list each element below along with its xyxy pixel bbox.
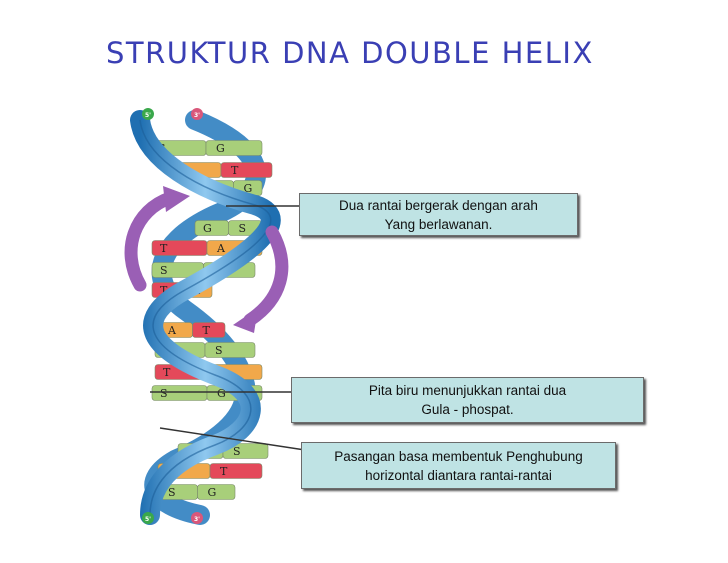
callout-2-line-2: Gula - phospat.: [421, 402, 514, 417]
base-pair-right-9: [204, 342, 256, 358]
callout-opposite-direction: Dua rantai bergerak dengan arah Yang ber…: [299, 193, 578, 236]
end-label-bottom-left: 5': [145, 516, 151, 523]
base-label-right-8: T: [203, 324, 211, 337]
base-label-right-14: G: [208, 486, 217, 499]
base-label-left-6: S: [160, 264, 168, 277]
end-label-bottom-right: 3': [194, 516, 200, 523]
base-pair-right-1: [205, 140, 263, 156]
end-dot-top-right: [191, 108, 203, 120]
base-label-right-5: A: [216, 242, 226, 255]
callout-3-line-2: horizontal diantara rantai-rantai: [365, 468, 552, 483]
end-label-top-left: 5': [145, 112, 151, 119]
base-label-left-10: T: [163, 366, 171, 379]
base-label-left-4: G: [203, 222, 212, 235]
base-label-left-7: T: [160, 284, 168, 297]
base-label-right-13: T: [220, 465, 228, 478]
direction-arrow-right: [233, 225, 289, 333]
base-label-left-5: T: [160, 242, 168, 255]
end-dot-bottom-left: [142, 512, 154, 524]
callout-2-line-1: Pita biru menunjukkan rantai dua: [368, 383, 567, 398]
base-pair-right-14: [197, 484, 236, 500]
base-label-right-3: G: [244, 182, 253, 195]
base-label-left-8: A: [167, 324, 177, 337]
end-label-top-right: 3': [194, 112, 200, 119]
base-label-right-4: S: [239, 222, 247, 235]
end-dot-top-left: [142, 108, 154, 120]
base-label-right-1: G: [216, 142, 225, 155]
base-label-right-2: T: [231, 164, 239, 177]
callout-3-line-1: Pasangan basa membentuk Penghubung: [334, 449, 583, 464]
callout-line-3: [159, 427, 306, 451]
base-label-right-11: G: [217, 387, 226, 400]
base-label-right-9: S: [215, 344, 223, 357]
callout-1-line-2: Yang berlawanan.: [384, 217, 493, 232]
callout-1-line-1: Dua rantai bergerak dengan arah: [339, 198, 538, 213]
page-title: STRUKTUR DNA DOUBLE HELIX: [106, 36, 594, 70]
callout-base-pairs: Pasangan basa membentuk Penghubung horiz…: [301, 442, 616, 489]
end-dot-bottom-right: [191, 512, 203, 524]
callout-sugar-phosphate: Pita biru menunjukkan rantai dua Gula - …: [291, 377, 644, 423]
base-label-left-11: S: [160, 387, 168, 400]
base-pair-right-8: [192, 322, 226, 338]
base-pair-right-2: [220, 162, 273, 178]
base-label-right-12: S: [233, 445, 241, 458]
base-label-left-14: S: [168, 486, 176, 499]
base-pair-right-13: [209, 463, 263, 479]
direction-arrow-left: [124, 186, 190, 292]
